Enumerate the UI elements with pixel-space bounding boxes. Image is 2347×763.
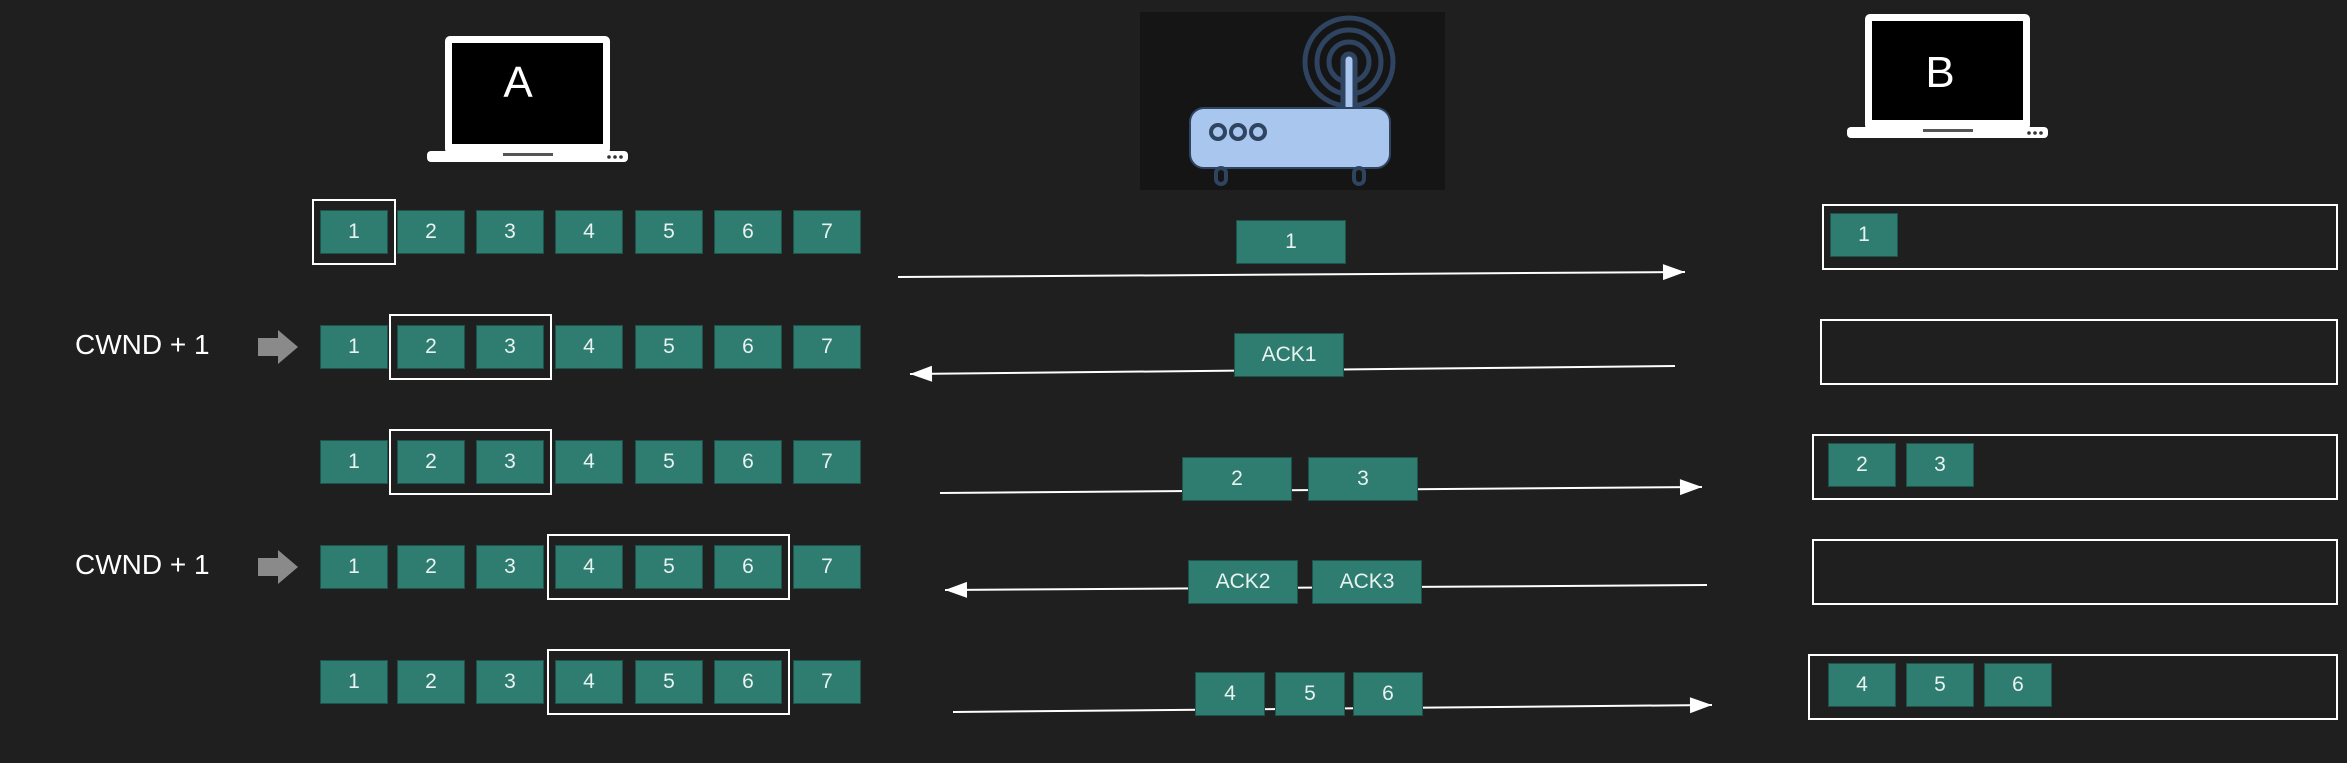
congestion-window (389, 314, 552, 380)
congestion-window (547, 649, 790, 715)
in-flight-packet: ACK2 (1188, 560, 1298, 604)
sender-packet: 1 (320, 660, 388, 704)
sender-packet: 4 (555, 325, 623, 369)
sender-packet: 4 (555, 210, 623, 254)
router-icon (1189, 15, 1396, 186)
congestion-window (547, 534, 790, 600)
arrowhead-icon (945, 581, 968, 598)
in-flight-packet: 2 (1182, 457, 1292, 501)
sender-packet: 1 (320, 440, 388, 484)
sender-packet: 1 (320, 325, 388, 369)
sender-packet: 1 (320, 545, 388, 589)
right-arrow-icon (258, 330, 298, 364)
arrowhead-icon (1662, 264, 1685, 281)
sender-packet: 3 (476, 545, 544, 589)
sender-packet: 5 (635, 325, 703, 369)
congestion-window (312, 199, 396, 265)
router (1140, 12, 1445, 190)
receiver-host (1845, 10, 2050, 140)
in-flight-packet: ACK3 (1312, 560, 1422, 604)
receiver-buffer (1822, 204, 2338, 270)
received-packet: 6 (1984, 663, 2052, 707)
sender-packet: 5 (635, 545, 703, 589)
laptop-icon (427, 36, 628, 162)
sender-packet: 3 (476, 325, 544, 369)
arrowhead-icon (1679, 479, 1702, 496)
sender-packet: 6 (714, 545, 782, 589)
sender-packet: 7 (793, 325, 861, 369)
receiver-label: B (1925, 48, 1955, 97)
receiver-buffer (1820, 319, 2338, 385)
sender-packet: 2 (397, 545, 465, 589)
sender-packet: 5 (635, 440, 703, 484)
sender-packet: 5 (635, 660, 703, 704)
sender-packet: 7 (793, 440, 861, 484)
sender-packet: 4 (555, 440, 623, 484)
cwnd-increment-label: CWND + 1 (75, 329, 210, 360)
in-flight-packet: 4 (1195, 672, 1265, 716)
receiver-buffer (1812, 434, 2338, 500)
cwnd-increment-label: CWND + 1 (75, 549, 210, 580)
sender-packet: 2 (397, 440, 465, 484)
sender-label: A (503, 58, 533, 107)
received-packet: 2 (1828, 443, 1896, 487)
sender-packet: 6 (714, 325, 782, 369)
received-packet: 3 (1906, 443, 1974, 487)
sender-packet: 5 (635, 210, 703, 254)
in-flight-packet: 3 (1308, 457, 1418, 501)
sender-packet: 7 (793, 545, 861, 589)
congestion-window (389, 429, 552, 495)
send-arrow (897, 271, 1686, 278)
sender-packet: 4 (555, 660, 623, 704)
receiver-buffer (1812, 539, 2338, 605)
in-flight-packet: ACK1 (1234, 333, 1344, 377)
sender-packet: 2 (397, 660, 465, 704)
sender-packet: 6 (714, 210, 782, 254)
received-packet: 1 (1830, 213, 1898, 257)
sender-packet: 1 (320, 210, 388, 254)
sender-packet: 2 (397, 325, 465, 369)
received-packet: 4 (1828, 663, 1896, 707)
receiver-buffer (1808, 654, 2338, 720)
in-flight-packet: 1 (1236, 220, 1346, 264)
sender-host (425, 30, 630, 165)
arrowhead-icon (910, 365, 933, 382)
sender-packet: 6 (714, 660, 782, 704)
sender-packet: 2 (397, 210, 465, 254)
in-flight-packet: 6 (1353, 672, 1423, 716)
sender-packet: 6 (714, 440, 782, 484)
sender-packet: 7 (793, 660, 861, 704)
sender-packet: 4 (555, 545, 623, 589)
right-arrow-icon (258, 550, 298, 584)
sender-packet: 7 (793, 210, 861, 254)
arrowhead-icon (1689, 697, 1712, 714)
in-flight-packet: 5 (1275, 672, 1345, 716)
sender-packet: 3 (476, 660, 544, 704)
received-packet: 5 (1906, 663, 1974, 707)
sender-packet: 3 (476, 440, 544, 484)
sender-packet: 3 (476, 210, 544, 254)
laptop-icon (1847, 14, 2048, 138)
